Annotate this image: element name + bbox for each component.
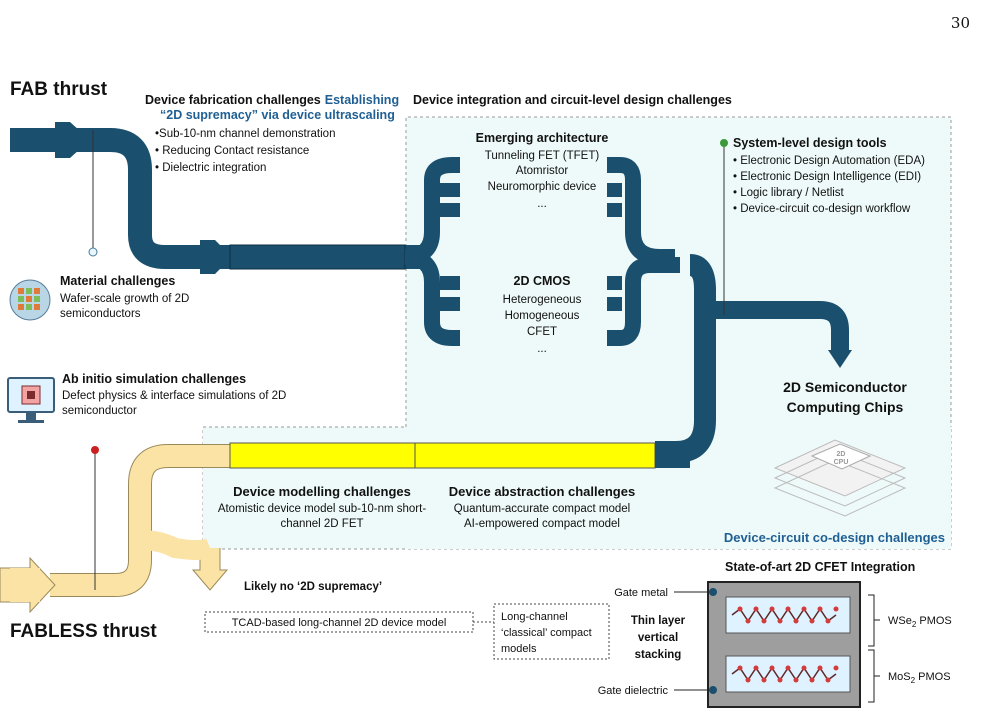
- tools-item-4: • Device-circuit co-design workflow: [733, 203, 911, 215]
- abinitio-line-2: semiconductor: [62, 405, 137, 417]
- wafer-icon: [9, 279, 51, 321]
- fabless-pin-icon: [91, 446, 99, 454]
- fab-item-2: • Reducing Contact resistance: [155, 145, 309, 157]
- chips-line-1: 2D Semiconductor: [783, 379, 907, 395]
- cmos-item-4: ...: [537, 343, 547, 355]
- emerging-title: Emerging architecture: [476, 131, 609, 145]
- fab-title-blue-1: Establishing: [325, 93, 399, 107]
- material-line-2: semiconductors: [60, 308, 141, 320]
- abinitio-line-1: Defect physics & interface simulations o…: [62, 390, 286, 402]
- abstraction-line-2: AI-empowered compact model: [464, 518, 620, 530]
- fab-title-blue-2: “2D supremacy” via device ultrascaling: [160, 108, 395, 122]
- fab-item-1: •Sub-10-nm channel demonstration: [155, 128, 335, 140]
- fab-thrust-label: FAB thrust: [10, 79, 108, 100]
- stacking-line-2: vertical: [638, 632, 678, 644]
- mos2-label: MoS2 PMOS: [888, 671, 951, 685]
- tools-title: System-level design tools: [733, 136, 887, 150]
- tools-item-1: • Electronic Design Automation (EDA): [733, 155, 925, 167]
- gate-dielectric-pin-icon: [709, 686, 717, 694]
- stacking-line-3: stacking: [635, 649, 682, 661]
- tcad-label: TCAD-based long-channel 2D device model: [232, 617, 447, 629]
- gate-metal-pin-icon: [709, 588, 717, 596]
- cmos-item-1: Heterogeneous: [503, 294, 582, 306]
- cfet-stack: [707, 581, 861, 708]
- gate-metal-label: Gate metal: [614, 587, 668, 599]
- cpu-chip-icon: 2D CPU: [773, 439, 907, 517]
- chips-line-2: Computing Chips: [787, 399, 904, 415]
- cmos-item-2: Homogeneous: [505, 310, 580, 322]
- fabless-pipe: [0, 444, 238, 614]
- codesign-label: Device-circuit co-design challenges: [724, 530, 945, 545]
- modelling-bar: [229, 442, 690, 469]
- material-title: Material challenges: [60, 274, 175, 288]
- emerging-item-4: ...: [537, 198, 547, 210]
- modelling-line-1: Atomistic device model sub-10-nm short-: [218, 503, 427, 515]
- no-supremacy-label: Likely no ‘2D supremacy’: [244, 581, 382, 593]
- wse2-label: WSe2 PMOS: [888, 615, 952, 629]
- chip-label-1: 2D: [837, 451, 846, 458]
- integration-title: Device integration and circuit-level des…: [413, 93, 732, 107]
- emerging-architecture: Emerging architecture Tunneling FET (TFE…: [476, 131, 609, 210]
- cmos-title: 2D CMOS: [514, 274, 571, 288]
- abinitio-title: Ab initio simulation challenges: [62, 372, 246, 386]
- modelling-line-2: channel 2D FET: [280, 518, 363, 530]
- abstraction-line-1: Quantum-accurate compact model: [454, 503, 630, 515]
- page-number: 30: [951, 14, 970, 32]
- cmos-item-3: CFET: [527, 326, 557, 338]
- fab-pin-icon: [88, 247, 98, 257]
- chip-label-2: CPU: [834, 459, 849, 466]
- stacking-line-1: Thin layer: [631, 615, 686, 627]
- tools-pin-icon: [720, 139, 728, 147]
- cfet-title: State-of-art 2D CFET Integration: [725, 560, 915, 574]
- classical-line-1: Long-channel: [501, 611, 568, 623]
- classical-line-2: ‘classical’ compact: [501, 627, 592, 639]
- material-line-1: Wafer-scale growth of 2D: [60, 293, 189, 305]
- emerging-item-2: Atomristor: [516, 165, 569, 177]
- fabless-thrust-label: FABLESS thrust: [10, 621, 157, 642]
- fab-challenges: Device fabrication challenges Establishin…: [145, 93, 399, 174]
- abstraction-title: Device abstraction challenges: [449, 484, 635, 499]
- computer-icon: [7, 377, 55, 423]
- emerging-item-1: Tunneling FET (TFET): [485, 150, 600, 162]
- tools-item-3: • Logic library / Netlist: [733, 187, 845, 199]
- cmos-block: 2D CMOS Heterogeneous Homogeneous CFET .…: [503, 274, 582, 355]
- modelling-title: Device modelling challenges: [233, 484, 411, 499]
- abstraction-block: Device abstraction challenges Quantum-ac…: [449, 484, 635, 530]
- system-tools: System-level design tools • Electronic D…: [733, 136, 925, 215]
- emerging-item-3: Neuromorphic device: [488, 181, 597, 193]
- tools-item-2: • Electronic Design Intelligence (EDI): [733, 171, 921, 183]
- gate-dielectric-label: Gate dielectric: [598, 685, 669, 697]
- classical-box: [493, 603, 610, 660]
- fab-title: Device fabrication challenges: [145, 93, 321, 107]
- wse2-bracket: [868, 594, 875, 647]
- classical-line-3: models: [501, 643, 537, 655]
- modelling-block: Device modelling challenges Atomistic de…: [218, 484, 427, 530]
- mos2-bracket: [868, 649, 875, 703]
- fab-item-3: • Dielectric integration: [155, 162, 266, 174]
